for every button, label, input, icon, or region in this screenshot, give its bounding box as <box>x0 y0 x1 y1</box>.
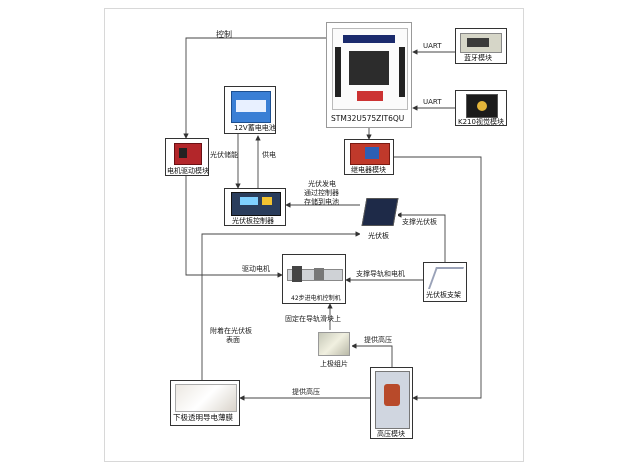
motor-driver-image <box>174 143 202 165</box>
stepper-image <box>287 266 343 282</box>
motor-driver-node: 电机驱动模块 <box>165 138 209 176</box>
relay-label: 继电器模块 <box>351 166 386 174</box>
pv-controller-node: 光伏板控制器 <box>224 188 286 226</box>
bluetooth-module-image <box>460 33 502 53</box>
uart-label-k210: UART <box>423 98 442 106</box>
fixed-on-rail-label: 固定在导轨滑块上 <box>285 315 341 323</box>
hv-module-node: 高压模块 <box>370 367 413 439</box>
k210-module-node: K210视觉模块 <box>455 90 507 126</box>
pv-store-label-line3: 存储到电池 <box>304 198 339 206</box>
supply-hv-label-upper: 提供高压 <box>364 336 392 344</box>
stepper-node: 42步进电机控制机 <box>282 254 346 304</box>
pv-store-label-line2: 通过控制器 <box>304 189 339 197</box>
uart-label-bluetooth: UART <box>423 42 442 50</box>
pv-panel-label: 光伏板 <box>368 232 389 240</box>
battery-image <box>231 91 271 123</box>
stm32-board-node: STM32U575ZIT6QU <box>326 22 412 128</box>
lower-film-label: 下极透明导电薄膜 <box>173 413 233 422</box>
bluetooth-label: 蓝牙模块 <box>464 54 492 62</box>
stm32-board-image <box>332 28 408 110</box>
pv-controller-image <box>231 192 281 216</box>
battery-node: 12V蓄电电池 <box>224 86 276 134</box>
pv-panel-image <box>361 198 399 226</box>
pv-store-label-line1: 光伏发电 <box>308 180 336 188</box>
support-rail-label: 支撑导轨和电机 <box>356 270 405 278</box>
battery-label: 12V蓄电电池 <box>234 124 276 132</box>
attach-label-line2: 表面 <box>226 336 240 344</box>
control-label: 控制 <box>216 30 232 39</box>
pv-stand-node: 光伏板支架 <box>423 262 467 302</box>
pv-panel-node: 光伏板 <box>360 196 399 242</box>
k210-label: K210视觉模块 <box>458 118 504 126</box>
k210-module-image <box>466 94 498 118</box>
drive-motor-label: 驱动电机 <box>242 265 270 273</box>
bluetooth-module-node: 蓝牙模块 <box>455 28 507 64</box>
power-supply-label: 供电 <box>262 151 276 159</box>
support-panel-label: 支撑光伏板 <box>402 218 437 226</box>
lower-film-node: 下极透明导电薄膜 <box>170 380 240 426</box>
pv-controller-label: 光伏板控制器 <box>232 217 274 225</box>
relay-module-node: 继电器模块 <box>344 139 394 175</box>
supply-hv-label-lower: 提供高压 <box>292 388 320 396</box>
hv-module-image <box>375 371 410 429</box>
motor-driver-label: 电机驱动模块 <box>167 167 209 175</box>
pv-storage-label: 光伏储能 <box>210 151 238 159</box>
pv-stand-label: 光伏板支架 <box>426 291 461 299</box>
upper-plate-node: 上极组片 <box>316 330 352 370</box>
stepper-label: 42步进电机控制机 <box>291 295 341 302</box>
upper-plate-image <box>318 332 350 356</box>
hv-module-label: 高压模块 <box>377 430 405 438</box>
lower-film-image <box>175 384 237 412</box>
attach-label-line1: 附着在光伏板 <box>210 327 252 335</box>
relay-module-image <box>350 143 390 165</box>
pv-stand-image <box>427 267 465 289</box>
upper-plate-label: 上极组片 <box>320 360 348 368</box>
stm32-label: STM32U575ZIT6QU <box>331 114 405 123</box>
